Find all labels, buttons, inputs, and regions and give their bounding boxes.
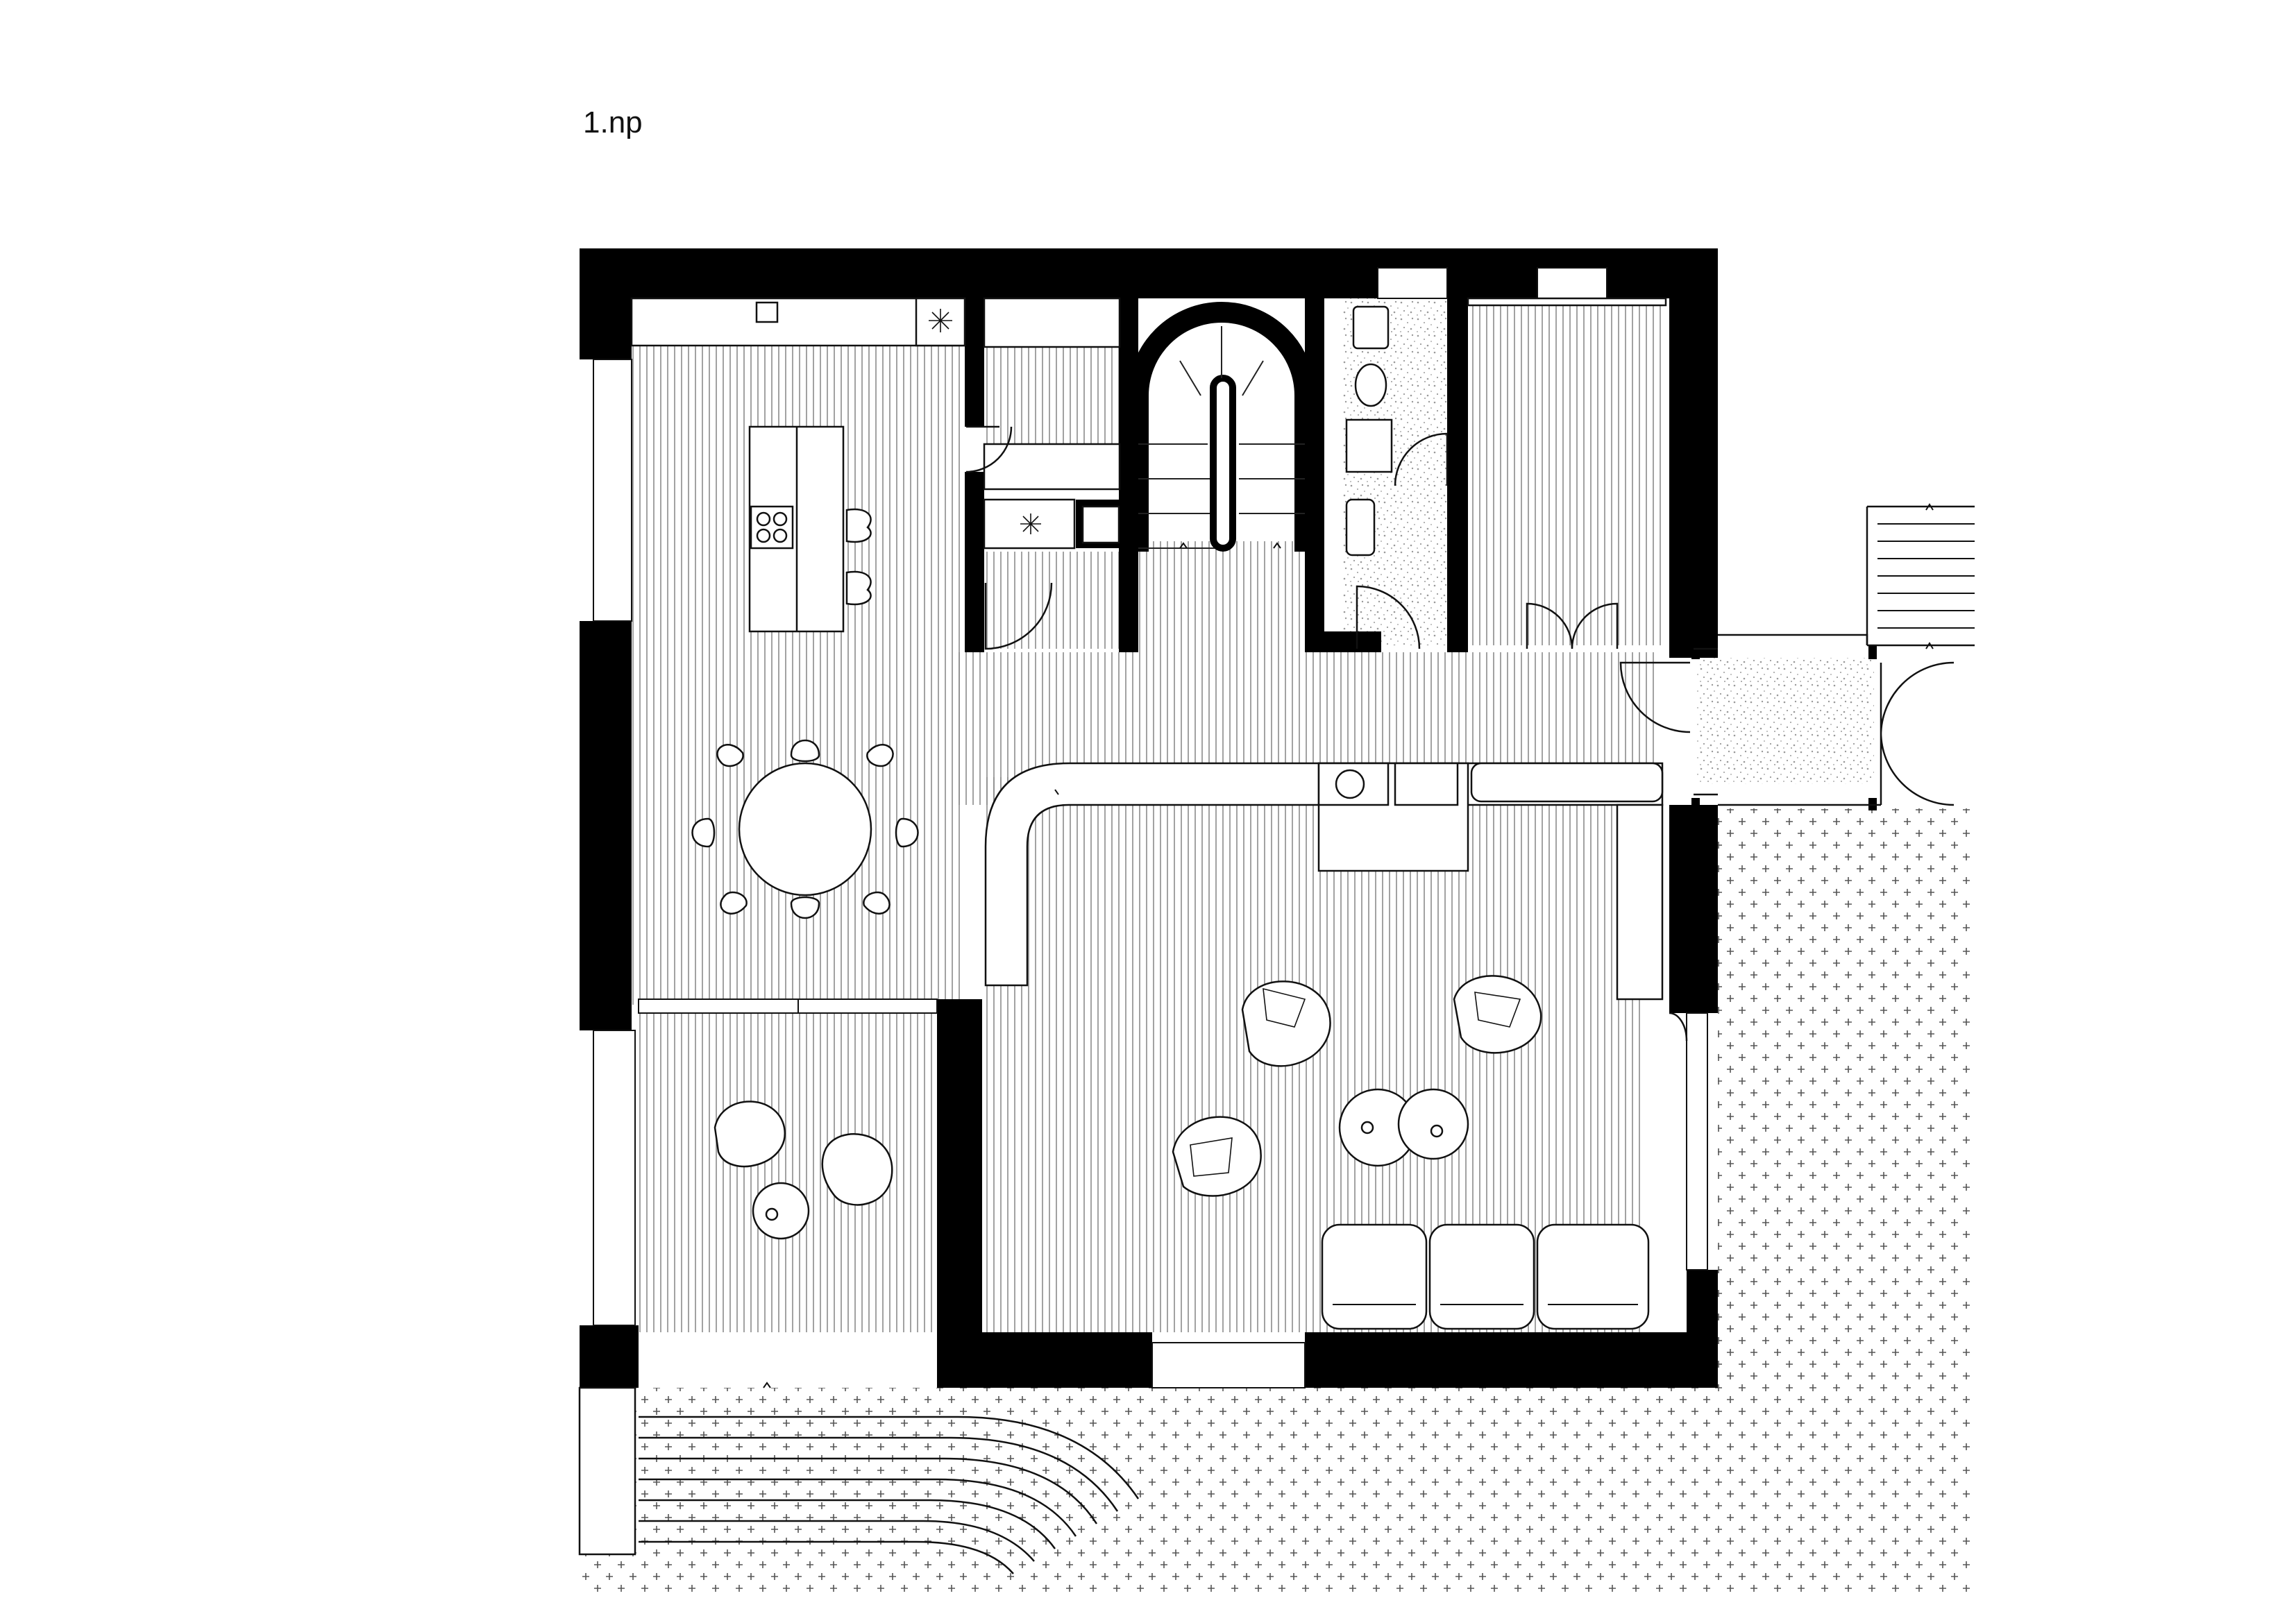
- spiral-staircase: [1128, 302, 1315, 552]
- armchair: [821, 1133, 893, 1206]
- armchair: [714, 1101, 786, 1168]
- kitchen-counter: [630, 297, 966, 347]
- caret-icon: [1925, 503, 1934, 511]
- caret-icon: [1925, 642, 1934, 649]
- windows: [593, 267, 1708, 1388]
- asterisk-icon: [1020, 513, 1041, 534]
- cabinet: [1616, 804, 1664, 1001]
- storage: [983, 297, 1121, 348]
- shelf: [983, 443, 1121, 491]
- side-table: [752, 1182, 810, 1240]
- dining-table: [738, 762, 872, 897]
- terrace-steps: [639, 1416, 1140, 1574]
- sideboard: [1470, 762, 1664, 803]
- dining-set: [691, 739, 919, 919]
- walls: [580, 248, 1877, 1388]
- toilet-icon: [1352, 305, 1390, 407]
- cooktop-icon: [750, 505, 794, 550]
- level-markers: [763, 542, 1281, 1388]
- coffee-table: [1397, 1088, 1469, 1160]
- washbasin-icon: [1345, 498, 1376, 556]
- armchair: [1172, 1116, 1262, 1197]
- terrazzo-floor: [1343, 298, 1874, 784]
- asterisk-icon: [929, 309, 952, 332]
- kitchen: [630, 297, 966, 633]
- sink-icon: [1335, 769, 1365, 799]
- living-room: [984, 762, 1664, 1330]
- sink-icon: [755, 301, 779, 323]
- dining-chair: [691, 739, 919, 919]
- bar-stool: [845, 508, 872, 606]
- utility-rooms: [983, 297, 1667, 556]
- exterior-lawn: [580, 808, 1975, 1592]
- plan-title: 1.np: [583, 105, 643, 139]
- doors: [965, 425, 1955, 1042]
- washbasin-icon: [1345, 418, 1393, 473]
- reading-nook: [714, 1101, 893, 1240]
- entry-porch: [578, 503, 1975, 1556]
- sofa: [1321, 1223, 1650, 1330]
